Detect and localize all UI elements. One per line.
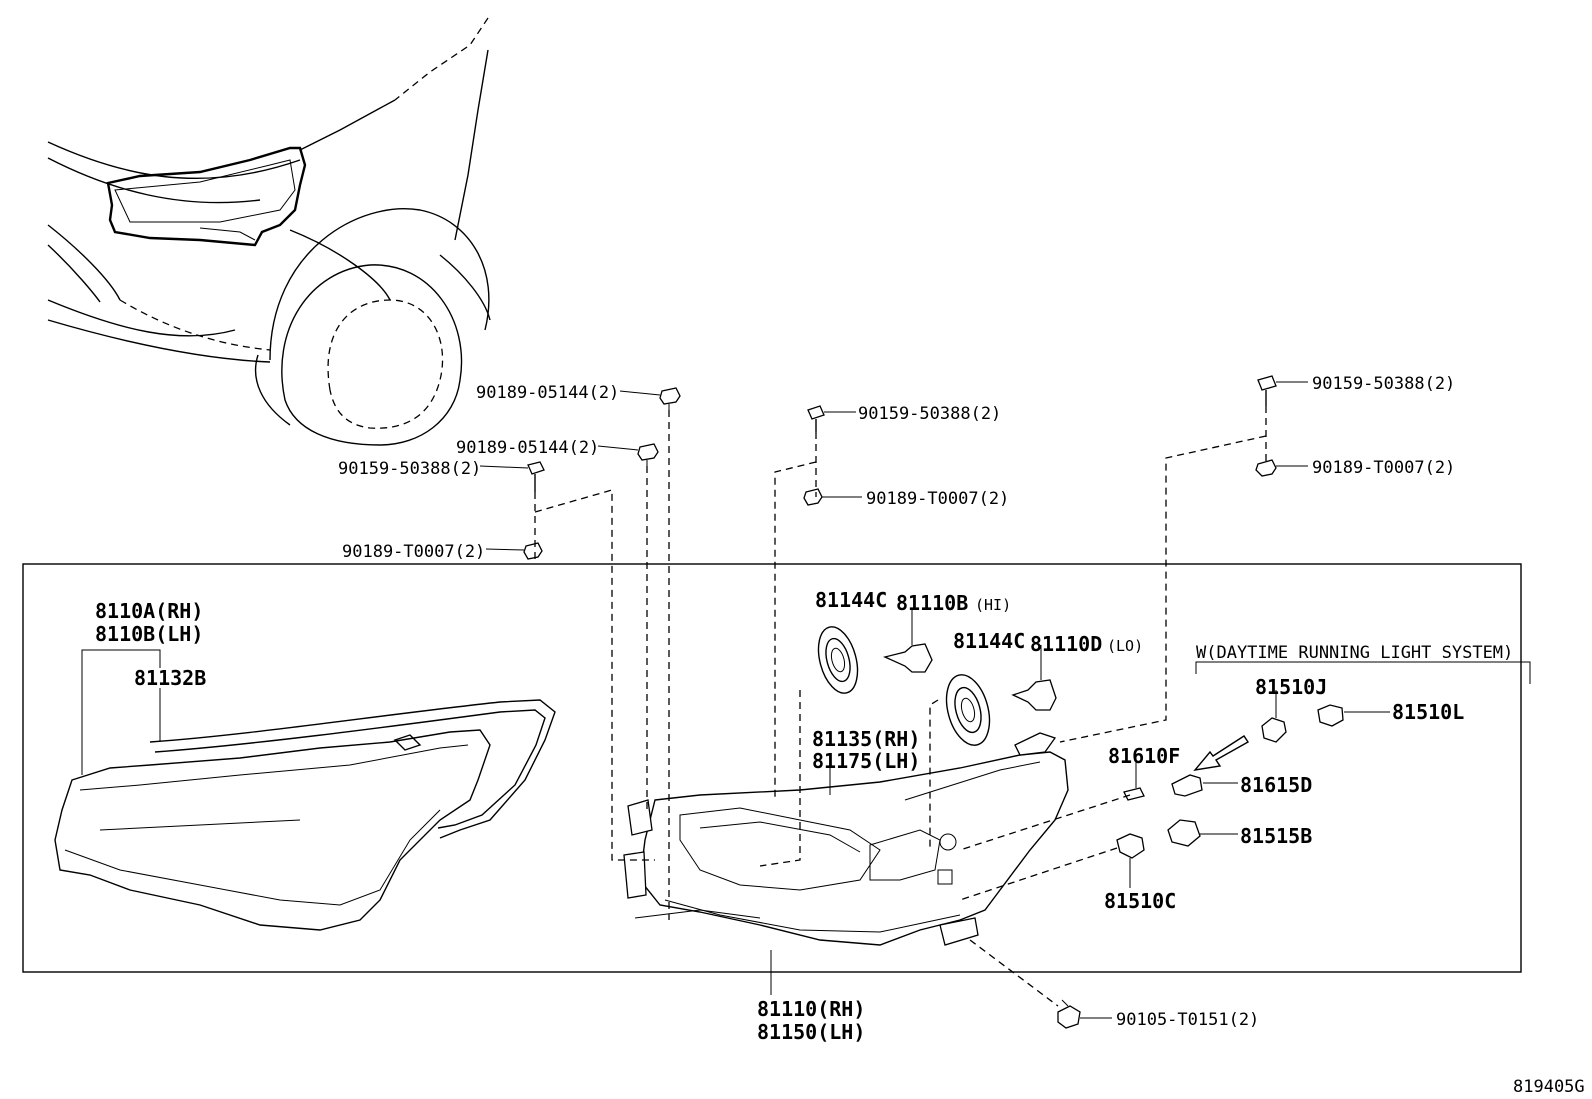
drl-components-illustration: [1116, 661, 1531, 888]
bulb-hi-label: 81110B: [896, 591, 968, 615]
lens-illustration: [54, 699, 556, 931]
assembly-frame: [22, 563, 1522, 973]
vehicle-front-illustration: [47, 17, 491, 446]
fastener-label-5: 90159-50388(2): [858, 404, 1001, 424]
turn-socket-label: 81515B: [1240, 824, 1312, 848]
housing-rh-label: 81135(RH): [812, 727, 920, 751]
cap-2-label: 81144C: [953, 629, 1025, 653]
bulb-hi-note: (HI): [975, 596, 1011, 614]
fastener-label-4: 90189-T0007(2): [342, 542, 485, 562]
assembly-rh-label: 81110(RH): [757, 997, 865, 1021]
bulb-lo-illustration: [1011, 645, 1057, 711]
clip-icon: [1255, 459, 1277, 477]
fastener-label-3: 90159-50388(2): [338, 459, 481, 479]
fastener-label-2: 90189-05144(2): [456, 438, 599, 458]
clip-icon: [637, 443, 659, 466]
assembly-dash-lines: [534, 406, 1267, 1007]
drl-bulb-label: 81510J: [1255, 675, 1327, 699]
turn-bulb-label: 81510C: [1104, 889, 1176, 913]
fastener-label-6: 90189-T0007(2): [866, 489, 1009, 509]
leader-lines: [81, 381, 1308, 1019]
assembly-lh-label: 81150(LH): [757, 1020, 865, 1044]
drl-system-note: W(DAYTIME RUNNING LIGHT SYSTEM): [1196, 643, 1513, 663]
fastener-label-1: 90189-05144(2): [476, 383, 619, 403]
housing-lh-label: 81175(LH): [812, 749, 920, 773]
clip-icon: [659, 387, 681, 410]
clip-icon: [803, 488, 823, 506]
side-socket-label: 81615D: [1240, 773, 1312, 797]
gasket-label: 81132B: [134, 666, 206, 690]
screw-icon: [1257, 375, 1277, 406]
lens-rh-label: 8110A(RH): [95, 599, 203, 623]
bulb-hi-illustration: [883, 610, 933, 673]
fastener-icons: [523, 375, 1277, 1029]
clip-icon: [523, 542, 543, 560]
bulb-lo-label: 81110D: [1030, 632, 1102, 656]
cap-1-illustration: [817, 626, 859, 694]
bolt-icon: [1057, 999, 1081, 1029]
headlamp-housing-illustration: [623, 732, 1069, 946]
part-labels: 90189-05144(2) 90189-05144(2) 90159-5038…: [95, 374, 1585, 1097]
fastener-label-9: 90105-T0151(2): [1116, 1010, 1259, 1030]
screw-icon: [807, 405, 825, 432]
fastener-label-7: 90159-50388(2): [1312, 374, 1455, 394]
side-bulb-label: 81610F: [1108, 744, 1180, 768]
lens-lh-label: 8110B(LH): [95, 622, 203, 646]
screw-icon: [527, 461, 545, 492]
cap-2-illustration: [945, 674, 991, 746]
diagram-id: 819405G: [1513, 1077, 1585, 1097]
bulb-lo-note: (LO): [1107, 637, 1143, 655]
cap-1-label: 81144C: [815, 588, 887, 612]
fastener-label-8: 90189-T0007(2): [1312, 458, 1455, 478]
drl-socket-label: 81510L: [1392, 700, 1464, 724]
